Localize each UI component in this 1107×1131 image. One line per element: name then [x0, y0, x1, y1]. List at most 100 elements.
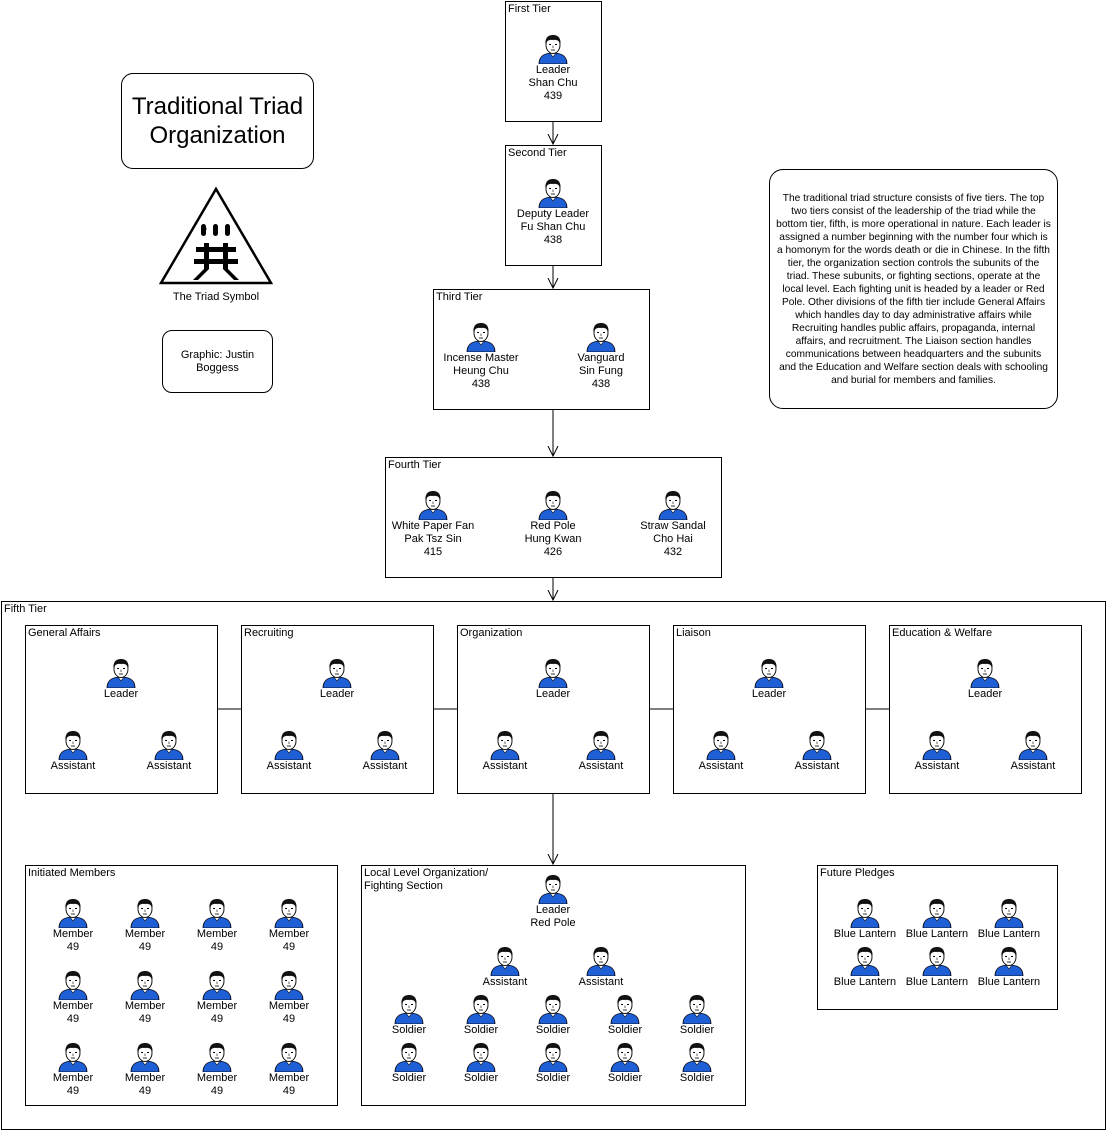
person-icon — [322, 659, 352, 688]
group-title: Local Level Organization/ Fighting Secti… — [364, 867, 489, 892]
person-icon — [58, 1043, 88, 1072]
person-label: Member — [124, 1000, 166, 1012]
person-icon — [130, 1043, 160, 1072]
section-leader: Leader — [277, 658, 397, 701]
diagram-title: Traditional Triad Organization — [131, 93, 304, 149]
person-label: 438 — [543, 234, 563, 246]
section-assistant: Assistant — [877, 730, 997, 773]
soldier: Soldier — [565, 1042, 685, 1085]
person-label: Member — [52, 1072, 94, 1084]
person-icon — [610, 1043, 640, 1072]
person-icon — [466, 1043, 496, 1072]
person-label: Pak Tsz Sin — [404, 533, 462, 545]
section-leader: Leader — [61, 658, 181, 701]
person-label: 432 — [663, 546, 683, 558]
person-icon — [130, 899, 160, 928]
person-label: 49 — [282, 1085, 296, 1097]
person-label: Blue Lantern — [905, 976, 969, 988]
person-label: 49 — [138, 1013, 152, 1025]
person-label: Assistant — [50, 760, 96, 772]
section-assistant: Assistant — [325, 730, 445, 773]
section-assistant: Assistant — [229, 730, 349, 773]
credit-text: Graphic: Justin Boggess — [180, 348, 255, 374]
person-label: Member — [52, 928, 94, 940]
person-icon — [538, 491, 568, 520]
person-label: Hung Kwan — [524, 533, 582, 545]
person-icon — [802, 731, 832, 760]
tier-fifth-title: Fifth Tier — [4, 603, 47, 615]
person-icon — [418, 491, 448, 520]
person-icon — [538, 35, 568, 64]
person-icon — [394, 1043, 424, 1072]
person-label: Soldier — [535, 1024, 571, 1036]
person-label: Leader — [751, 688, 787, 700]
person-label: Straw Sandal — [640, 520, 706, 532]
person-icon — [202, 899, 232, 928]
person-label: Shan Chu — [528, 77, 578, 89]
person-icon — [490, 947, 520, 976]
person-icon — [586, 947, 616, 976]
person-label: 438 — [591, 378, 611, 390]
person-icon — [586, 323, 616, 352]
person-label: White Paper Fan — [391, 520, 475, 532]
person-label: Deputy Leader — [516, 208, 590, 220]
person-label: Member — [196, 928, 238, 940]
section-assistant: Assistant — [661, 730, 781, 773]
person-icon — [370, 731, 400, 760]
person-label: 49 — [210, 1085, 224, 1097]
person-icon — [658, 491, 688, 520]
person-label: Leader — [103, 688, 139, 700]
soldier: Soldier — [493, 994, 613, 1037]
person-icon — [538, 995, 568, 1024]
person-label: Soldier — [607, 1024, 643, 1036]
person-label: Leader — [535, 688, 571, 700]
person-icon — [754, 659, 784, 688]
person-label: Member — [268, 1000, 310, 1012]
local-assistant: Assistant — [541, 946, 661, 989]
person-label: Fu Shan Chu — [520, 221, 586, 233]
section-assistant: Assistant — [541, 730, 661, 773]
person-icon — [850, 947, 880, 976]
person-icon — [682, 1043, 712, 1072]
person-icon — [106, 659, 136, 688]
section-title: Liaison — [676, 627, 711, 639]
person-icon — [922, 947, 952, 976]
person-label: Soldier — [463, 1024, 499, 1036]
person-label: Blue Lantern — [977, 928, 1041, 940]
person-label: 439 — [543, 90, 563, 102]
person-label: Heung Chu — [453, 365, 509, 377]
person-icon — [994, 947, 1024, 976]
blue-lantern: Blue Lantern — [877, 898, 997, 941]
person-icon — [970, 659, 1000, 688]
person-icon — [490, 731, 520, 760]
section-assistant: Assistant — [13, 730, 133, 773]
group-title: Initiated Members — [28, 867, 116, 879]
group-future-pledges: Future Pledges — [817, 865, 1058, 1010]
person-label: Member — [268, 1072, 310, 1084]
triad-symbol-icon — [158, 186, 274, 285]
person-label: Blue Lantern — [833, 976, 897, 988]
person-label: 49 — [138, 1085, 152, 1097]
person-icon — [922, 731, 952, 760]
person-label: Assistant — [914, 760, 960, 772]
person-icon — [538, 1043, 568, 1072]
section-assistant: Assistant — [109, 730, 229, 773]
tier-fourth-title: Fourth Tier — [388, 459, 442, 471]
person-icon — [610, 995, 640, 1024]
person-label: Vanguard — [577, 352, 625, 364]
person-label: 415 — [423, 546, 443, 558]
description-box: The traditional triad structure consists… — [769, 169, 1058, 409]
soldier: Soldier — [565, 994, 685, 1037]
section-title: Education & Welfare — [892, 627, 993, 639]
tier-second-title: Second Tier — [508, 147, 567, 159]
soldier: Soldier — [349, 1042, 469, 1085]
person-label: 49 — [282, 941, 296, 953]
person-label: Red Pole — [530, 520, 576, 532]
